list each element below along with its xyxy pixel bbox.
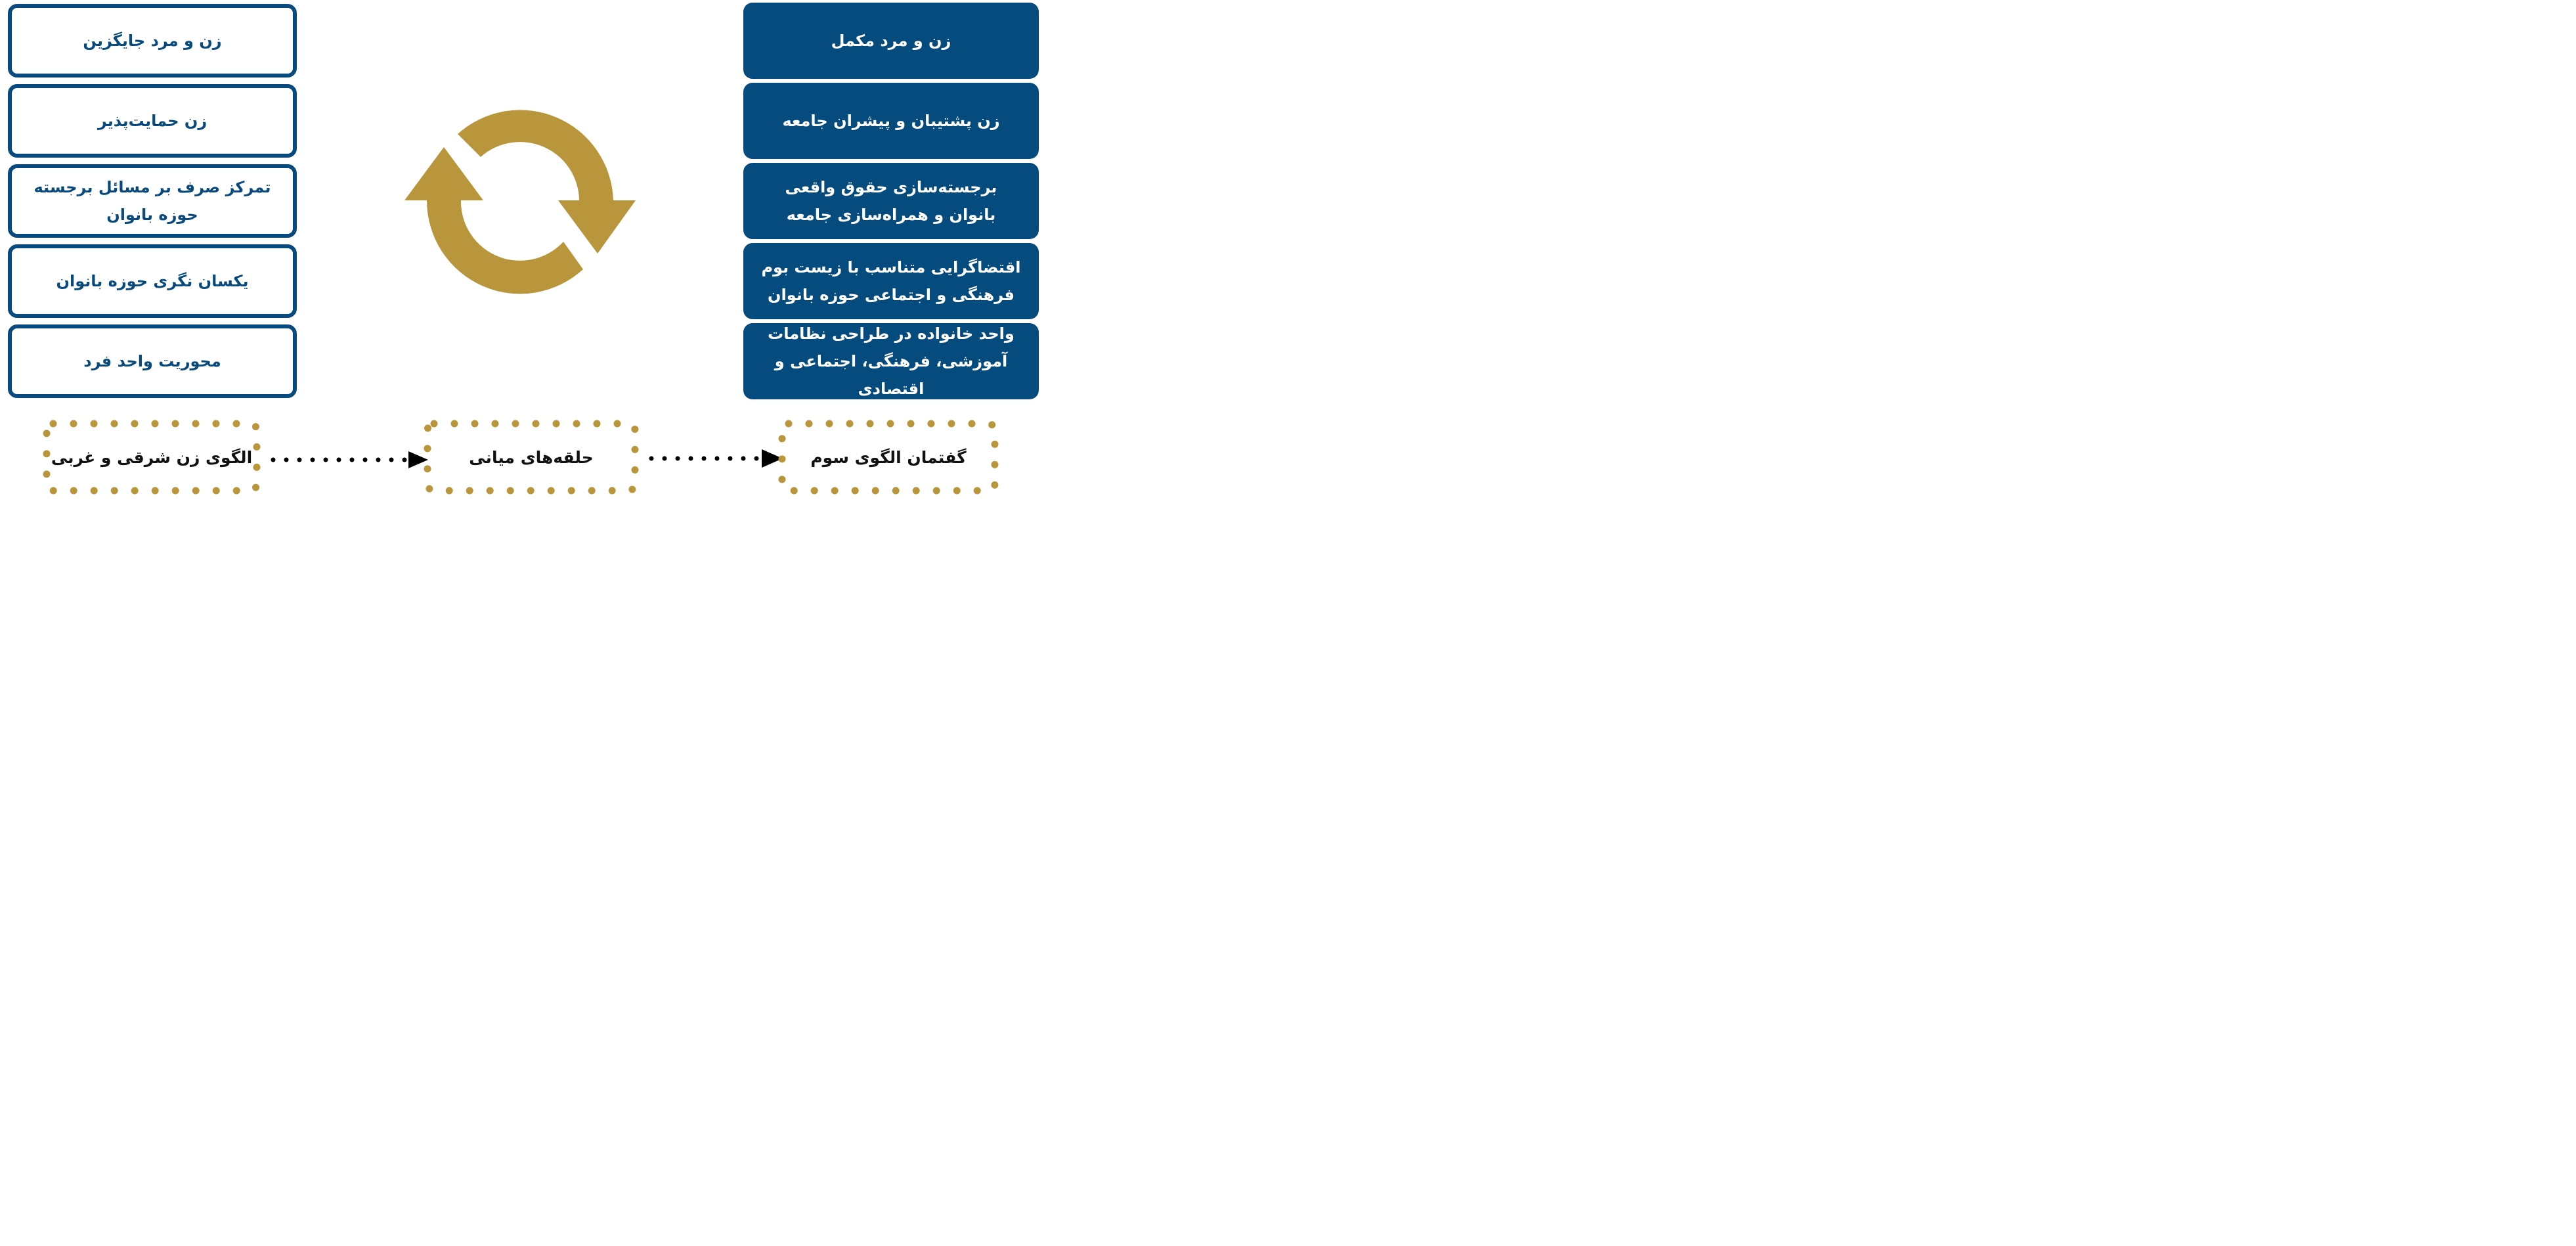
- left-box-label: زن و مرد جایگزین: [83, 32, 222, 50]
- stage-label: حلقه‌های میانی: [469, 447, 594, 467]
- left-box-label: تمرکز صرف بر مسائل برجسته حوزه بانوان: [33, 178, 271, 224]
- arrow-head-icon: [408, 451, 428, 468]
- left-box-individual-centric: محوریت واحد فرد: [8, 324, 297, 398]
- right-box-label: اقتضاگرایی متناسب با زیست بوم فرهنگی و ا…: [761, 258, 1021, 304]
- flow-arrow-2: [649, 449, 783, 468]
- flow-arrow-1: [271, 451, 428, 468]
- left-box-label: یکسان نگری حوزه بانوان: [56, 272, 249, 290]
- right-box-label: واحد خانواده در طراحی نظامات آموزشی، فره…: [768, 324, 1015, 398]
- left-box-replacing-man-woman: زن و مرد جایگزین: [8, 4, 297, 78]
- stage-intermediate-circles: حلقه‌های میانی: [424, 420, 639, 495]
- refresh-cycle-icon: [404, 110, 636, 294]
- arrow-head-icon: [762, 449, 783, 468]
- right-box-family-unit: واحد خانواده در طراحی نظامات آموزشی، فره…: [743, 323, 1039, 399]
- stage-east-west-pattern: الگوی زن شرقی و غربی: [43, 420, 261, 495]
- cycle-arc-top: [458, 110, 636, 254]
- left-box-label: زن حمایت‌پذیر: [97, 112, 207, 130]
- right-box-label: زن و مرد مکمل: [831, 32, 951, 50]
- right-box-complementary-man-woman: زن و مرد مکمل: [743, 3, 1039, 79]
- stage-label: گفتمان الگوی سوم: [810, 447, 967, 467]
- cycle-arc-bottom: [404, 147, 583, 294]
- right-box-label: برجسته‌سازی حقوق واقعی بانوان و همراه‌سا…: [785, 178, 997, 224]
- left-box-uniform-view: یکسان نگری حوزه بانوان: [8, 244, 297, 318]
- left-box-label: محوریت واحد فرد: [83, 352, 221, 370]
- dotted-border: [778, 420, 999, 495]
- dotted-border: [424, 420, 639, 495]
- right-box-label: زن پشتیبان و پیشران جامعه: [782, 112, 1000, 130]
- stage-third-pattern-discourse: گفتمان الگوی سوم: [778, 420, 999, 495]
- left-box-focus-prominent-issues: تمرکز صرف بر مسائل برجسته حوزه بانوان: [8, 164, 297, 238]
- right-box-supporting-woman: زن پشتیبان و پیشران جامعه: [743, 83, 1039, 159]
- dotted-border: [43, 420, 261, 495]
- left-box-supported-woman: زن حمایت‌پذیر: [8, 84, 297, 158]
- right-box-highlighting-rights: برجسته‌سازی حقوق واقعی بانوان و همراه‌سا…: [743, 163, 1039, 239]
- stage-label: الگوی زن شرقی و غربی: [51, 447, 253, 467]
- right-box-contextualism: اقتضاگرایی متناسب با زیست بوم فرهنگی و ا…: [743, 243, 1039, 319]
